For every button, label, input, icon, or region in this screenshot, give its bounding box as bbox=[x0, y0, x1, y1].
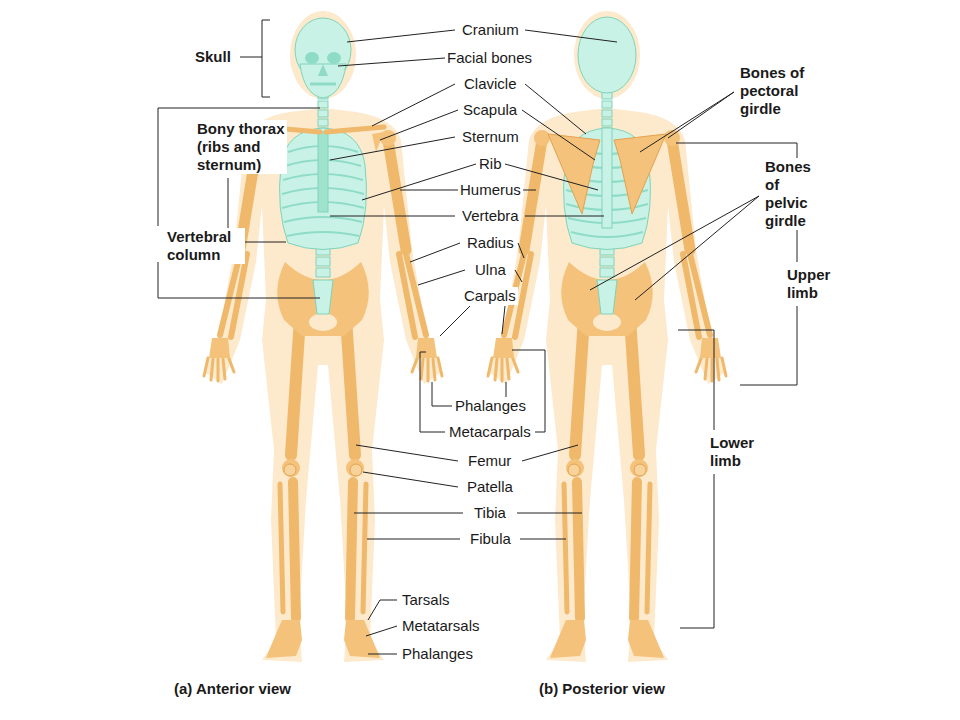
label-holder: Bones of pelvic girdle bbox=[763, 158, 823, 230]
bone-label: Cranium bbox=[460, 21, 521, 39]
label-holder: Metacarpals bbox=[447, 423, 533, 441]
label-holder: Vertebral column bbox=[165, 228, 245, 264]
bone-label: Humerus bbox=[458, 181, 523, 199]
label-holder: Phalanges bbox=[453, 397, 528, 415]
region-label: Bones of pelvic girdle bbox=[763, 158, 823, 230]
label-holder: Tibia bbox=[472, 504, 508, 522]
bone-label: Carpals bbox=[462, 287, 518, 305]
bone-label: Vertebra bbox=[460, 207, 521, 225]
label-holder: Tarsals bbox=[400, 591, 452, 609]
label-holder: Femur bbox=[466, 452, 513, 470]
label-holder: Humerus bbox=[458, 181, 523, 199]
region-label: Lower limb bbox=[708, 434, 758, 470]
label-holder: Bony thorax (ribs and sternum) bbox=[195, 120, 287, 174]
bone-label: Tibia bbox=[472, 504, 508, 522]
bone-label: Sternum bbox=[460, 128, 521, 146]
label-holder: Facial bones bbox=[445, 49, 534, 67]
label-holder: Fibula bbox=[468, 530, 513, 548]
view-caption: (b) Posterior view bbox=[537, 680, 667, 698]
label-holder: Carpals bbox=[462, 287, 518, 305]
bone-label: Rib bbox=[477, 155, 504, 173]
label-holder: Bones of pectoral girdle bbox=[738, 64, 818, 118]
region-label: Vertebral column bbox=[165, 228, 245, 264]
bone-label: Patella bbox=[465, 478, 515, 496]
bone-label: Radius bbox=[465, 234, 516, 252]
label-holder: Rib bbox=[477, 155, 504, 173]
bone-label: Scapula bbox=[461, 101, 519, 119]
bone-label: Facial bones bbox=[445, 49, 534, 67]
label-holder: Metatarsals bbox=[400, 617, 482, 635]
view-caption: (a) Anterior view bbox=[172, 680, 293, 698]
bone-label: Metatarsals bbox=[400, 617, 482, 635]
label-holder: Skull bbox=[193, 48, 233, 66]
region-label: Skull bbox=[193, 48, 233, 66]
label-holder: Upper limb bbox=[785, 266, 837, 302]
label-holder: Patella bbox=[465, 478, 515, 496]
label-holder: Cranium bbox=[460, 21, 521, 39]
label-holder: Lower limb bbox=[708, 434, 758, 470]
label-holder: Vertebra bbox=[460, 207, 521, 225]
region-label: Bones of pectoral girdle bbox=[738, 64, 818, 118]
region-label: Bony thorax (ribs and sternum) bbox=[195, 120, 287, 174]
bone-label: Tarsals bbox=[400, 591, 452, 609]
label-holder: (b) Posterior view bbox=[537, 680, 667, 698]
label-holder: Ulna bbox=[473, 261, 508, 279]
label-holder: Radius bbox=[465, 234, 516, 252]
bone-label: Phalanges bbox=[453, 397, 528, 415]
bone-label: Metacarpals bbox=[447, 423, 533, 441]
bone-label: Femur bbox=[466, 452, 513, 470]
label-holder: Phalanges bbox=[400, 645, 475, 663]
region-label: Upper limb bbox=[785, 266, 837, 302]
bone-label: Clavicle bbox=[462, 75, 519, 93]
bone-label: Ulna bbox=[473, 261, 508, 279]
label-holder: (a) Anterior view bbox=[172, 680, 293, 698]
bone-label: Fibula bbox=[468, 530, 513, 548]
label-holder: Sternum bbox=[460, 128, 521, 146]
label-holder: Clavicle bbox=[462, 75, 519, 93]
bone-label: Phalanges bbox=[400, 645, 475, 663]
label-holder: Scapula bbox=[461, 101, 519, 119]
